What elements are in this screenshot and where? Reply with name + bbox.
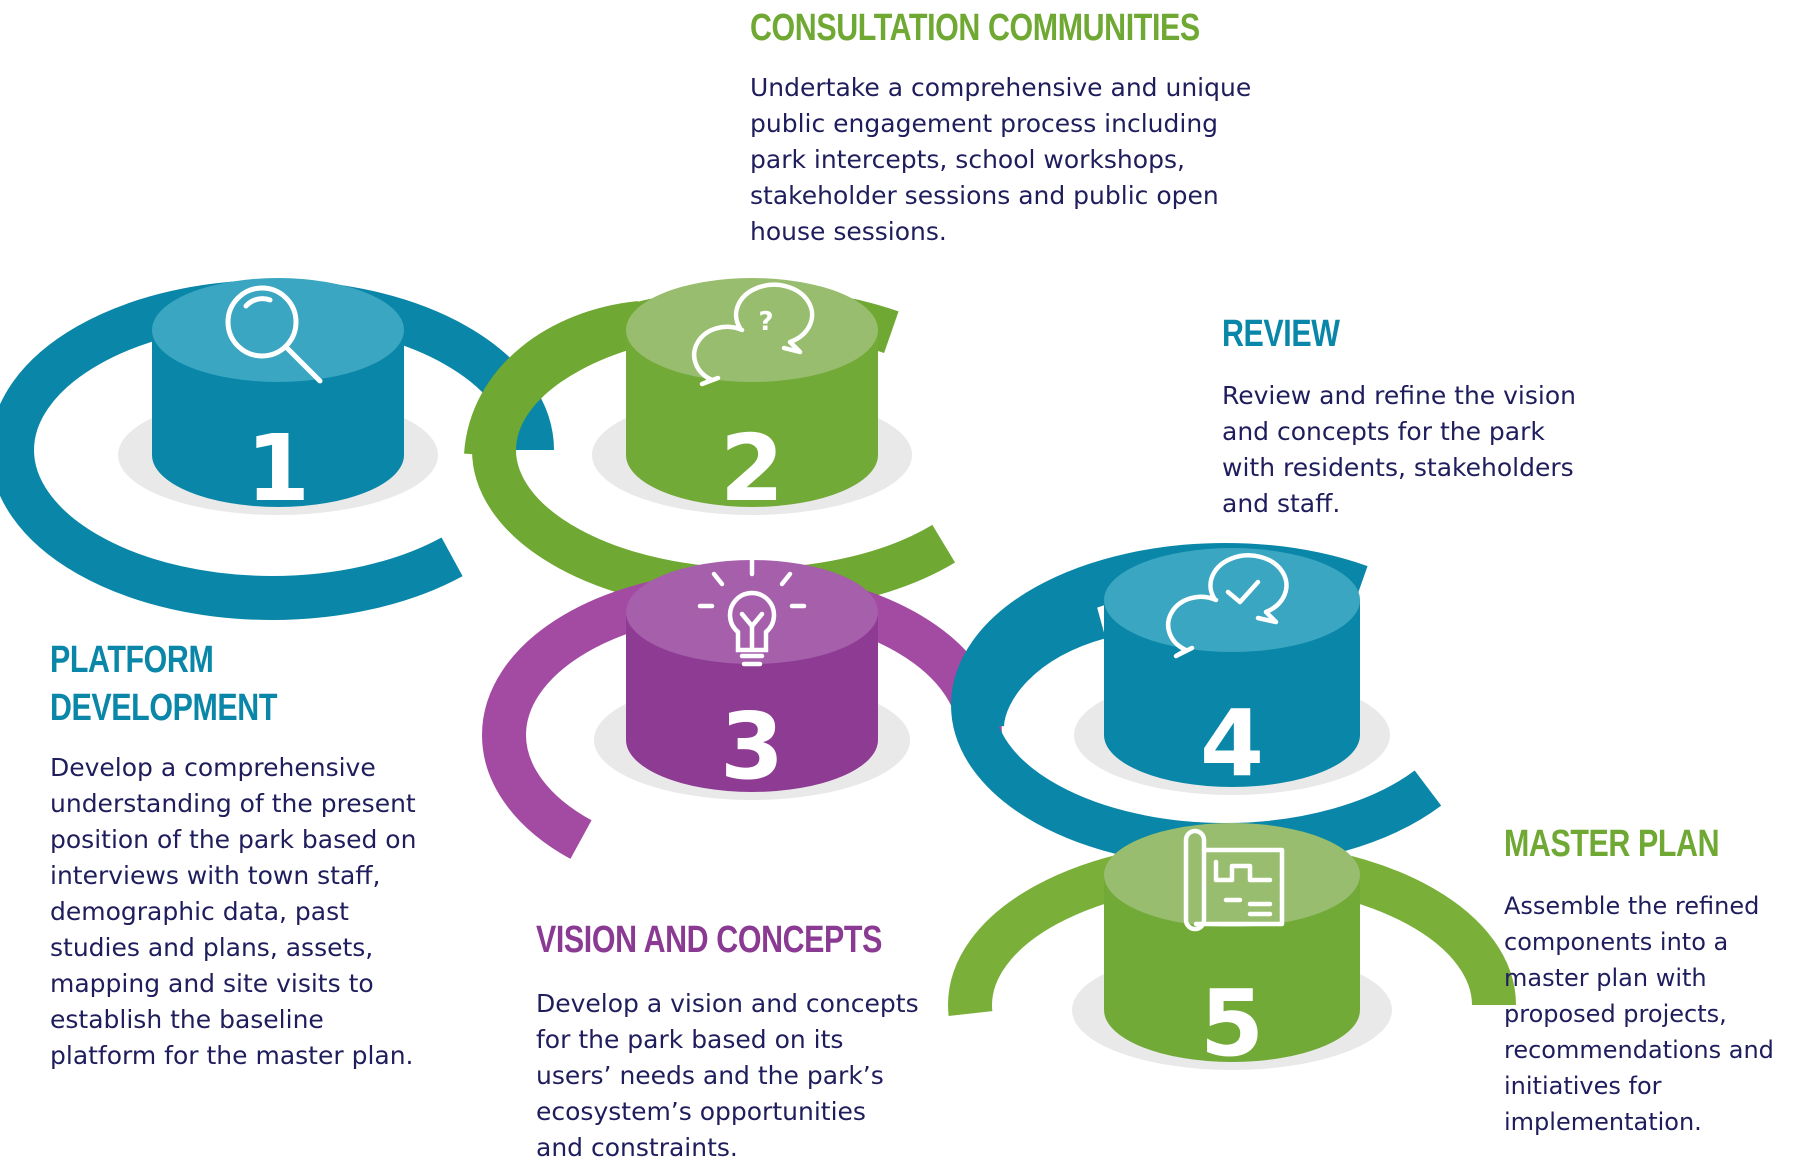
check-chat-bubbles-icon: [1165, 553, 1289, 659]
step-2-description: Undertake a comprehensive and unique pub…: [750, 73, 1252, 246]
step-1-description: Develop a comprehensive understanding of…: [50, 753, 417, 1070]
step-4-description: Review and refine the vision and concept…: [1222, 381, 1576, 518]
magnifier-icon: [225, 285, 323, 384]
step-1-text: PLATFORM DEVELOPMENT Develop a comprehen…: [50, 636, 430, 1074]
step-2-title-line-1: CONSULTATION COMMUNITIES: [750, 7, 1200, 49]
step-1-cylinder: 1: [118, 278, 438, 522]
step-3-text: VISION AND CONCEPTS Develop a vision and…: [536, 916, 936, 1166]
step-5-cylinder: 5: [1072, 823, 1392, 1077]
svg-text:?: ?: [758, 307, 773, 337]
step-2-title: CONSULTATION COMMUNITIES: [750, 4, 1200, 52]
step-4-title: REVIEW: [1222, 310, 1526, 358]
step-2-number: 2: [720, 415, 784, 522]
step-4-cylinder: 4: [1074, 548, 1390, 797]
connector-3-4: [962, 597, 1107, 728]
step-5-description: Assemble the refined components into a m…: [1504, 892, 1774, 1136]
step-3-description: Develop a vision and concepts for the pa…: [536, 989, 919, 1162]
step-1-number: 1: [246, 415, 310, 522]
step-3-title: VISION AND CONCEPTS: [536, 916, 882, 964]
step-3-title-line-1: VISION AND CONCEPTS: [536, 919, 882, 961]
step-4-number: 4: [1200, 690, 1264, 797]
step-5-number: 5: [1200, 970, 1264, 1077]
question-chat-bubbles-icon: ?: [691, 282, 815, 387]
step-5-title: MASTER PLAN: [1504, 820, 1744, 868]
step-1-title-line-1: PLATFORM: [50, 639, 214, 681]
step-1-title-line-2: DEVELOPMENT: [50, 687, 277, 729]
blueprint-map-icon: [1183, 828, 1285, 932]
step-1-title: PLATFORM DEVELOPMENT: [50, 636, 354, 732]
step-4-title-line-1: REVIEW: [1222, 313, 1340, 355]
step-4-text: REVIEW Review and refine the vision and …: [1222, 310, 1602, 522]
lightbulb-icon: [697, 557, 807, 667]
step-5-text: MASTER PLAN Assemble the refined compone…: [1504, 820, 1804, 1140]
step-3-cylinder: 3: [594, 557, 910, 800]
step-2-cylinder: 2 ?: [592, 278, 912, 522]
step-5-title-line-1: MASTER PLAN: [1504, 823, 1720, 865]
step-2-text: CONSULTATION COMMUNITIES Undertake a com…: [750, 4, 1270, 250]
step-3-number: 3: [720, 693, 784, 800]
